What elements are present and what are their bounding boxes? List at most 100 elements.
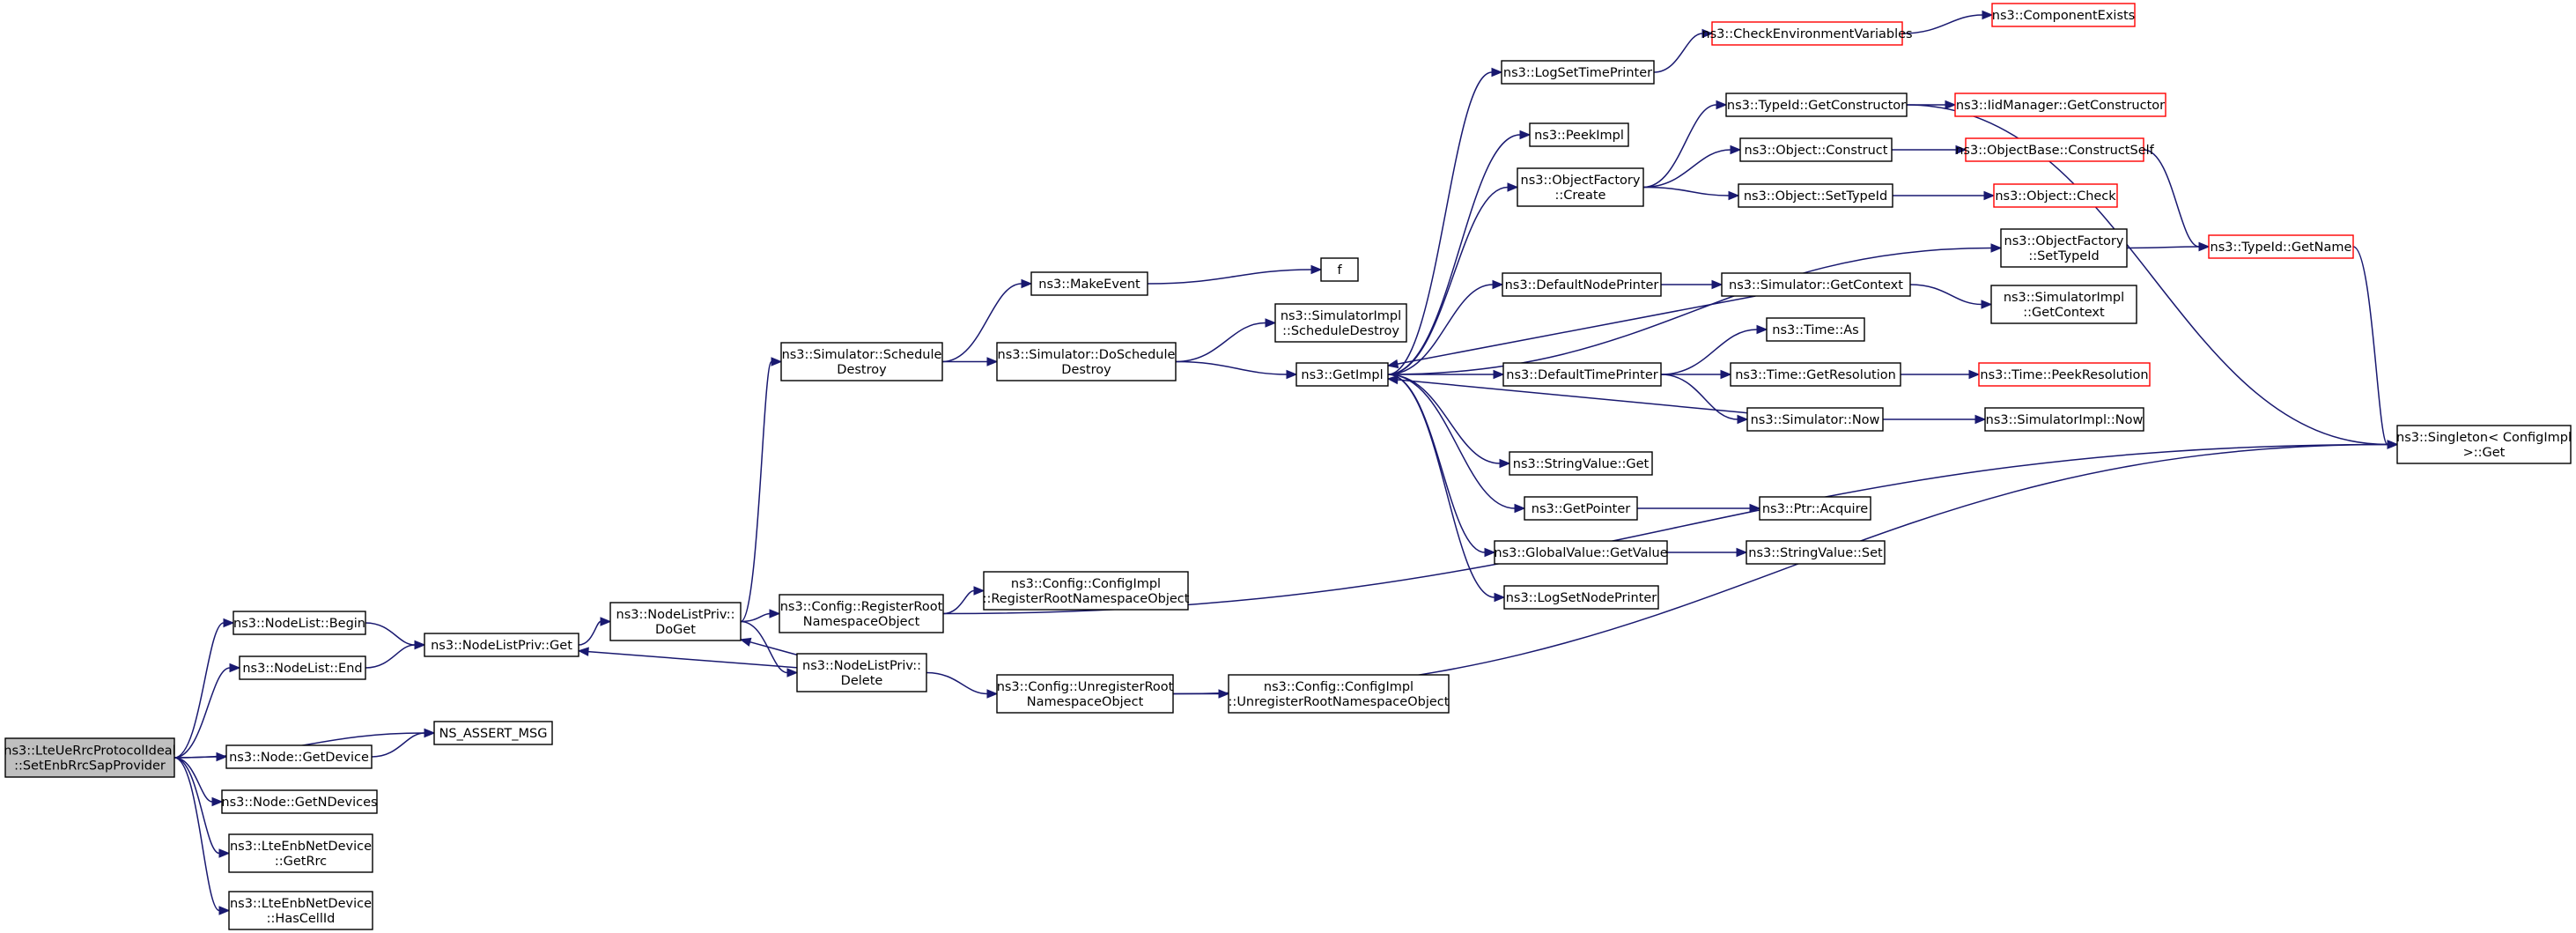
node-box [1991,3,2136,27]
function-node-simimplgetctx[interactable]: ns3::SimulatorImpl::GetContext [1990,285,2137,324]
call-edge-objbaseconstruct-typeidgetname [2143,149,2211,252]
call-edge-logsettime-checkenv [1653,28,1714,73]
function-node-typeidgetname[interactable]: ns3::TypeId::GetName [2208,234,2354,259]
function-node-objcheck[interactable]: ns3::Object::Check [1993,183,2118,208]
function-node-f[interactable]: f [1320,257,1359,282]
function-node-getndev[interactable]: ns3::Node::GetNDevices [221,789,378,814]
function-node-cfgregroot[interactable]: ns3::Config::RegisterRootNamespaceObject [779,594,944,633]
node-box [609,602,742,641]
node-label-line: ::SetTypeId [2028,249,2099,263]
function-node-getpointer[interactable]: ns3::GetPointer [1524,496,1638,521]
function-node-makeevent[interactable]: ns3::MakeEvent [1030,271,1148,296]
function-node-defnodeprinter[interactable]: ns3::DefaultNodePrinter [1502,272,1662,297]
function-node-ptracquire[interactable]: ns3::Ptr::Acquire [1759,496,1871,521]
node-label-line: ns3::Object::Construct [1745,144,1888,158]
call-edge-getimpl-objfactcreate [1387,182,1519,375]
node-label-line: ns3::LogSetNodePrinter [1506,591,1657,605]
node-label-line: Destroy [837,363,887,377]
function-node-nlend[interactable]: ns3::NodeList::End [239,655,366,680]
node-label-line: ns3::SimulatorImpl [2004,291,2124,305]
function-node-strvalget[interactable]: ns3::StringValue::Get [1509,451,1653,476]
function-node-simimplschd[interactable]: ns3::SimulatorImpl::ScheduleDestroy [1274,303,1407,343]
node-box [1746,407,1884,432]
function-node-timegetres[interactable]: ns3::Time::GetResolution [1730,362,1901,387]
node-box [1320,257,1359,282]
function-node-getimpl[interactable]: ns3::GetImpl [1295,362,1389,387]
node-label-line: ns3::LteEnbNetDevice [230,840,372,854]
node-label-line: ns3::NodeListPriv:: [802,659,921,673]
function-node-nlpdoget[interactable]: ns3::NodeListPriv::DoGet [609,602,742,641]
node-label-line: ::HasCellId [267,912,336,926]
function-node-cfgimplunreg[interactable]: ns3::Config::ConfigImpl::UnregisterRootN… [1228,674,1450,714]
function-node-nsassert[interactable]: NS_ASSERT_MSG [433,721,553,745]
function-node-objfactsettypeid[interactable]: ns3::ObjectFactory::SetTypeId [2000,228,2128,268]
function-node-nlpget[interactable]: ns3::NodeListPriv::Get [424,633,579,657]
call-edge-nlpdelete-nlpget [577,647,798,669]
function-node-nlpdelete[interactable]: ns3::NodeListPriv::Delete [796,653,927,692]
function-node-singletonget[interactable]: ns3::Singleton< ConfigImpl>::Get [2396,425,2572,464]
node-box [1503,585,1659,610]
function-node-typeidgetctor[interactable]: ns3::TypeId::GetConstructor [1725,93,1908,117]
node-label-line: ns3::DefaultNodePrinter [1505,278,1659,292]
function-node-checkenv[interactable]: ns3::CheckEnvironmentVariables [1701,21,1913,46]
function-node-logsetnode[interactable]: ns3::LogSetNodePrinter [1503,585,1659,610]
call-edge-makeevent-f [1147,264,1323,285]
node-box [424,633,579,657]
function-node-logsettime[interactable]: ns3::LogSetTimePrinter [1501,60,1655,85]
function-node-cfgunregroot[interactable]: ns3::Config::UnregisterRootNamespaceObje… [996,674,1174,714]
call-edge-getpointer-ptracquire [1637,503,1761,514]
function-node-peekimpl[interactable]: ns3::PeekImpl [1529,122,1629,147]
call-edge-root-getdevice [173,752,228,762]
call-edge-timegetres-timepeekres [1900,369,1981,380]
node-box [779,594,944,633]
function-node-globvalgetvalue[interactable]: ns3::GlobalValue::GetValue [1494,540,1668,565]
function-node-simschdestroy[interactable]: ns3::Simulator::ScheduleDestroy [780,342,943,381]
function-node-getdevice[interactable]: ns3::Node::GetDevice [225,744,373,769]
function-node-timepeekres[interactable]: ns3::Time::PeekResolution [1978,362,2151,387]
node-box [2396,425,2572,464]
node-label-line: ns3::Object::SetTypeId [1744,189,1887,204]
function-node-simimplnow[interactable]: ns3::SimulatorImpl::Now [1984,407,2144,432]
node-label-line: Destroy [1061,363,1111,377]
node-label-line: Delete [841,674,883,688]
call-edge-simgetctx-getimpl [1386,295,1756,369]
node-box [996,674,1174,714]
function-node-deftimeprinter[interactable]: ns3::DefaultTimePrinter [1502,362,1662,387]
function-node-strvalset[interactable]: ns3::StringValue::Set [1746,540,1886,565]
call-edge-getdevice-nsassert [371,728,436,758]
call-edge-objfactcreate-objconstruct [1642,144,1742,189]
node-label-line: ns3::SimulatorImpl::Now [1986,413,2144,427]
function-node-getrrc[interactable]: ns3::LteEnbNetDevice::GetRrc [228,833,373,873]
function-node-hascellid[interactable]: ns3::LteEnbNetDevice::HasCellId [228,891,373,930]
function-node-root[interactable]: ns3::LteUeRrcProtocolIdeal::SetEnbRrcSap… [4,737,176,778]
node-label-line: ns3::Simulator::GetContext [1729,278,1903,292]
node-label-line: ::Create [1555,189,1606,203]
call-edge-simgetctx-simimplgetctx [1909,284,1993,309]
node-label-line: ns3::GlobalValue::GetValue [1494,546,1667,560]
function-node-objconstruct[interactable]: ns3::Object::Construct [1739,137,1893,162]
node-label-line: ns3::Ptr::Acquire [1762,502,1868,516]
function-node-simnow[interactable]: ns3::Simulator::Now [1746,407,1884,432]
function-node-compexists[interactable]: ns3::ComponentExists [1991,3,2136,27]
call-edge-objfactsettypeid-typeidgetname [2126,241,2211,252]
edges-layer [173,10,2399,915]
call-edge-getimpl-globvalgetvalue [1387,374,1496,558]
function-node-objsettypeid[interactable]: ns3::Object::SetTypeId [1738,183,1893,208]
function-node-objbaseconstruct[interactable]: ns3::ObjectBase::ConstructSelf [1955,137,2155,162]
call-edge-deftimeprinter-timegetres [1660,369,1732,380]
function-node-iidmgrgetctor[interactable]: ns3::IidManager::GetConstructor [1954,93,2166,117]
node-box [1984,407,2144,432]
node-box [983,571,1189,611]
node-label-line: ns3::ComponentExists [1992,9,2136,23]
node-box [1529,122,1629,147]
function-node-nlbegin[interactable]: ns3::NodeList::Begin [233,611,366,635]
function-node-timeas[interactable]: ns3::Time::As [1766,317,1865,342]
function-node-objfactcreate[interactable]: ns3::ObjectFactory::Create [1517,167,1644,207]
node-label-line: ns3::ObjectFactory [2004,234,2124,248]
nodes-layer: ns3::LteUeRrcProtocolIdeal::SetEnbRrcSap… [4,3,2572,930]
function-node-cfgimplreg[interactable]: ns3::Config::ConfigImpl::RegisterRootNam… [983,571,1190,611]
function-node-simgetctx[interactable]: ns3::Simulator::GetContext [1721,272,1911,297]
node-label-line: ns3::CheckEnvironmentVariables [1701,27,1912,41]
